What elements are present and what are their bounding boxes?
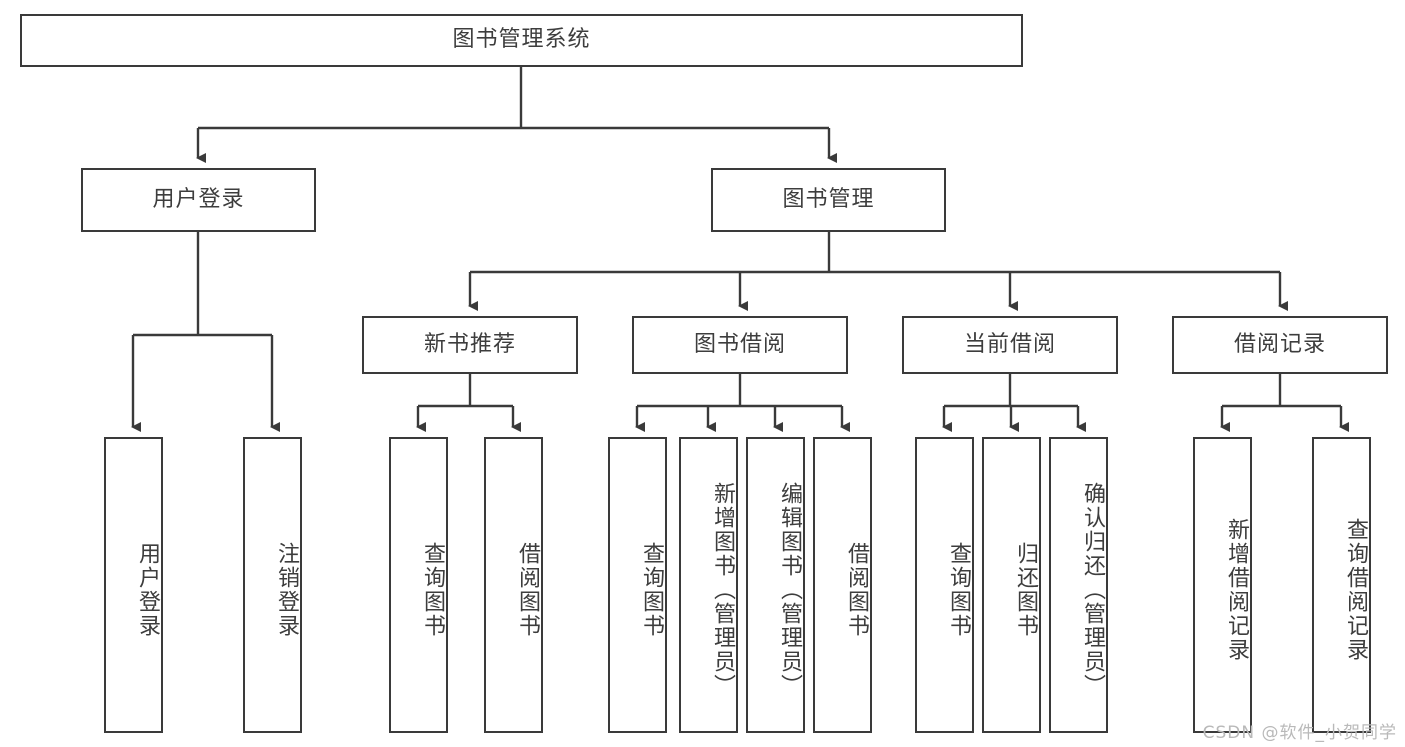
leaf-confirm-return-admin[interactable]: 确认归还（管理员） — [1049, 437, 1108, 733]
node-new-book-recommend[interactable]: 新书推荐 — [362, 316, 578, 374]
leaf-logout-login[interactable]: 注销登录 — [243, 437, 302, 733]
leaf-borrow-book-recommend[interactable]: 借阅图书 — [484, 437, 543, 733]
node-borrow-record[interactable]: 借阅记录 — [1172, 316, 1388, 374]
leaf-user-login[interactable]: 用户登录 — [104, 437, 163, 733]
node-book-manage[interactable]: 图书管理 — [711, 168, 946, 232]
leaf-query-book-recommend[interactable]: 查询图书 — [389, 437, 448, 733]
node-book-borrow[interactable]: 图书借阅 — [632, 316, 848, 374]
leaf-add-book-admin[interactable]: 新增图书（管理员） — [679, 437, 738, 733]
watermark: CSDN @软件_小贺同学 — [1202, 723, 1397, 743]
node-root[interactable]: 图书管理系统 — [20, 14, 1023, 67]
leaf-add-borrow-record[interactable]: 新增借阅记录 — [1193, 437, 1252, 733]
leaf-edit-book-admin[interactable]: 编辑图书（管理员） — [746, 437, 805, 733]
leaf-query-book-borrow[interactable]: 查询图书 — [608, 437, 667, 733]
node-user-login[interactable]: 用户登录 — [81, 168, 316, 232]
leaf-return-book[interactable]: 归还图书 — [982, 437, 1041, 733]
leaf-borrow-book[interactable]: 借阅图书 — [813, 437, 872, 733]
leaf-query-borrow-record[interactable]: 查询借阅记录 — [1312, 437, 1371, 733]
leaf-query-book-current[interactable]: 查询图书 — [915, 437, 974, 733]
node-current-borrow[interactable]: 当前借阅 — [902, 316, 1118, 374]
